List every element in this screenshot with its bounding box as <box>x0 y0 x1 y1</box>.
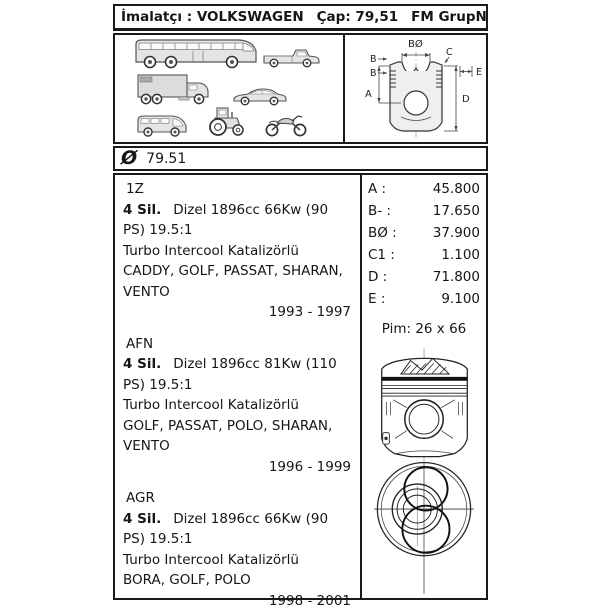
dim-label-a: A <box>365 89 372 100</box>
dimensions-panel: A : 45.800 B- : 17.650 BØ : 37.900 C1 : … <box>362 175 486 598</box>
engine-models: CADDY, GOLF, PASSAT, SHARAN, VENTO <box>123 261 352 302</box>
dimension-value: 71.800 <box>433 266 480 288</box>
dimension-row-bo: BØ : 37.900 <box>368 222 480 244</box>
dimension-row-c1: C1 : 1.100 <box>368 244 480 266</box>
dim-label-e: E <box>476 67 482 78</box>
engine-code: 1Z <box>123 179 352 200</box>
group-number-label: FM GrupNo: 862 <box>411 9 488 25</box>
pickup-truck-icon <box>263 48 321 68</box>
engine-years: 1993 - 1997 <box>123 302 352 323</box>
main-section: 1Z 4 Sil.Dizel 1896cc 66Kw (90 PS) 19.5:… <box>113 173 488 600</box>
dimension-value: 1.100 <box>441 244 480 266</box>
engine-spec-line: 4 Sil.Dizel 1896cc 66Kw (90 PS) 19.5:1 <box>123 509 352 550</box>
dimension-label: C1 : <box>368 244 395 266</box>
piston-top-view-drawing <box>368 461 480 598</box>
dimension-row-a: A : 45.800 <box>368 178 480 200</box>
dimension-row-b: B- : 17.650 <box>368 200 480 222</box>
dimension-label: BØ : <box>368 222 397 244</box>
engine-features: Turbo Intercool Katalizörlü <box>123 550 352 571</box>
manufacturer-label: İmalatçı : VOLKSWAGEN <box>121 9 304 25</box>
dim-label-b2: B <box>370 68 377 79</box>
dimension-label: E : <box>368 288 385 310</box>
engine-block-1z: 1Z 4 Sil.Dizel 1896cc 66Kw (90 PS) 19.5:… <box>123 179 352 323</box>
dimension-value: 17.650 <box>433 200 480 222</box>
bore-diameter-value: 79.51 <box>146 151 186 167</box>
engine-code: AGR <box>123 488 352 509</box>
cylinder-count: 4 Sil. <box>123 202 161 218</box>
dim-label-b1: B <box>370 54 377 65</box>
bore-diameter-row: Ø 79.51 <box>113 146 488 171</box>
engine-features: Turbo Intercool Katalizörlü <box>123 395 352 416</box>
dim-label-d: D <box>462 94 470 105</box>
dimension-row-e: E : 9.100 <box>368 288 480 310</box>
catalog-header: İmalatçı : VOLKSWAGEN Çap: 79,51 FM Grup… <box>113 4 488 31</box>
piston-dimension-diagram: BØ B B C E A D <box>345 35 486 142</box>
engine-applications-panel: 1Z 4 Sil.Dizel 1896cc 66Kw (90 PS) 19.5:… <box>115 175 362 598</box>
engine-features: Turbo Intercool Katalizörlü <box>123 241 352 262</box>
motorcycle-icon <box>264 114 308 137</box>
tractor-icon <box>209 106 245 137</box>
engine-models: GOLF, PASSAT, POLO, SHARAN, VENTO <box>123 416 352 457</box>
piston-side-view-drawing <box>372 348 477 461</box>
pin-size-label: Pim: 26 x 66 <box>368 319 480 339</box>
engine-code: AFN <box>123 334 352 355</box>
dimension-label: A : <box>368 178 386 200</box>
engine-years: 1998 - 2001 <box>123 591 352 611</box>
bus-icon <box>133 37 260 69</box>
bore-label: Çap: 79,51 <box>317 9 398 25</box>
piston-cross-section-drawing: BØ B B C E A D <box>345 36 486 141</box>
sedan-car-icon <box>232 87 288 106</box>
dimension-value: 37.900 <box>433 222 480 244</box>
dimension-label: D : <box>368 266 387 288</box>
engine-years: 1996 - 1999 <box>123 457 352 478</box>
van-icon <box>136 113 189 137</box>
cylinder-count: 4 Sil. <box>123 511 161 527</box>
diameter-icon: Ø <box>121 149 137 168</box>
box-truck-icon <box>137 72 211 106</box>
dimension-value: 9.100 <box>441 288 480 310</box>
dim-label-c: C <box>446 47 453 58</box>
dim-label-bo: BØ <box>408 38 423 50</box>
vehicle-types-panel <box>115 35 345 142</box>
dimension-value: 45.800 <box>433 178 480 200</box>
engine-spec-line: 4 Sil.Dizel 1896cc 66Kw (90 PS) 19.5:1 <box>123 200 352 241</box>
cylinder-count: 4 Sil. <box>123 356 161 372</box>
dimension-row-d: D : 71.800 <box>368 266 480 288</box>
engine-models: BORA, GOLF, POLO <box>123 570 352 591</box>
top-section: BØ B B C E A D <box>113 33 488 144</box>
dimension-label: B- : <box>368 200 391 222</box>
engine-spec-line: 4 Sil.Dizel 1896cc 81Kw (110 PS) 19.5:1 <box>123 354 352 395</box>
engine-block-afn: AFN 4 Sil.Dizel 1896cc 81Kw (110 PS) 19.… <box>123 334 352 478</box>
engine-block-agr: AGR 4 Sil.Dizel 1896cc 66Kw (90 PS) 19.5… <box>123 488 352 611</box>
